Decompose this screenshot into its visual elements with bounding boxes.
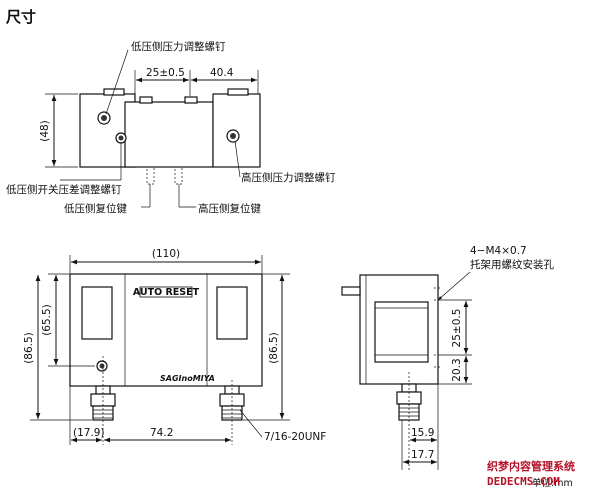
page-title: 尺寸 bbox=[6, 8, 36, 26]
dim-159: 15.9 bbox=[411, 427, 434, 439]
dim-203: 20.3 bbox=[451, 358, 463, 381]
watermark-line1: 织梦内容管理系统 bbox=[487, 459, 575, 473]
unit-label: 单位:mm bbox=[532, 477, 573, 489]
front-view: (110) AUTO RESET SAGInoMIYA bbox=[23, 248, 326, 445]
side-view: 4−M4×0.7 托架用螺纹安装孔 25±0.5 20.3 15.9 17.7 … bbox=[341, 245, 573, 489]
label-high-reset: 高压侧复位键 bbox=[198, 202, 261, 215]
brand-logo: SAGInoMIYA bbox=[160, 374, 215, 383]
low-diff-adjust-screw-icon bbox=[115, 132, 127, 144]
top-view: 25±0.5 40.4 (48) 低压侧压力调 bbox=[6, 40, 336, 215]
high-pressure-adjust-screw-icon bbox=[226, 129, 240, 143]
dim-25-side: 25±0.5 bbox=[451, 309, 463, 348]
label-low-adjust: 低压侧压力调整螺钉 bbox=[131, 40, 226, 53]
dim-40-top: 40.4 bbox=[210, 67, 234, 79]
dim-25-top: 25±0.5 bbox=[146, 67, 185, 79]
dim-179: (17.9) bbox=[73, 427, 105, 439]
dim-110: (110) bbox=[152, 248, 180, 260]
label-low-reset: 低压侧复位键 bbox=[64, 202, 127, 215]
watermark: 织梦内容管理系统 DEDECMS.COM bbox=[487, 459, 575, 488]
dim-48: (48) bbox=[39, 120, 51, 142]
low-side-fitting-icon bbox=[90, 385, 116, 421]
label-high-adjust: 高压侧压力调整螺钉 bbox=[241, 171, 336, 184]
dim-865-left: (86.5) bbox=[23, 332, 35, 364]
high-side-fitting-icon bbox=[219, 385, 245, 421]
front-screw-icon bbox=[96, 360, 108, 372]
screw-desc: 托架用螺纹安装孔 bbox=[470, 258, 554, 271]
watermark-line2: DEDECMS.COM bbox=[487, 475, 560, 488]
dim-655: (65.5) bbox=[41, 304, 53, 336]
side-fitting-icon bbox=[396, 383, 422, 421]
thread-spec: 7/16-20UNF bbox=[264, 431, 326, 443]
auto-reset-label: AUTO RESET bbox=[133, 287, 200, 298]
low-pressure-adjust-screw-icon bbox=[97, 111, 111, 125]
dim-865-right: (86.5) bbox=[268, 332, 280, 364]
dim-742: 74.2 bbox=[150, 427, 173, 439]
label-low-diff: 低压侧开关压差调整螺钉 bbox=[6, 183, 122, 196]
screw-spec: 4−M4×0.7 bbox=[470, 245, 527, 257]
dim-177: 17.7 bbox=[411, 449, 434, 461]
